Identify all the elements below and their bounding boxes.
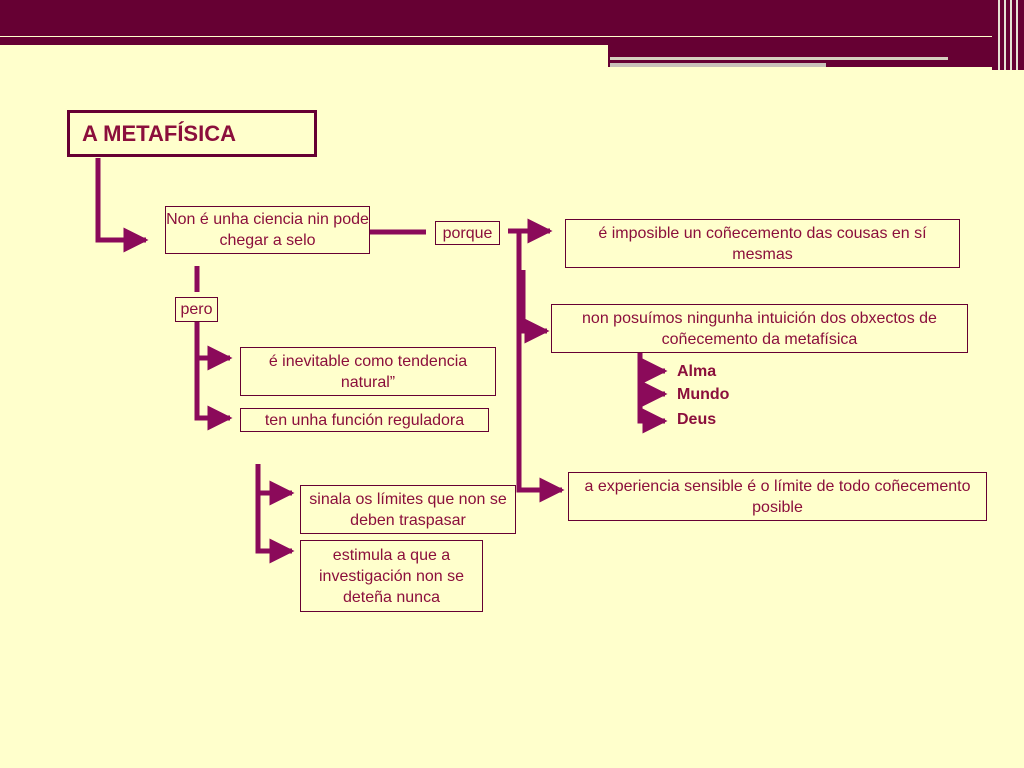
node-pero-text: pero xyxy=(180,301,213,318)
node-sinala-text: sinala os límites que non se deben trasp… xyxy=(309,490,507,529)
node-experiencia: a experiencia sensible é o límite de tod… xyxy=(568,472,987,521)
node-inevitable: é inevitable como tendencia natural” xyxy=(240,347,496,396)
connector-to-non-posuimos xyxy=(520,270,550,344)
connector-porque-to-experiencia xyxy=(516,233,565,503)
node-pero: pero xyxy=(175,297,218,322)
connector-to-deus xyxy=(637,352,668,434)
node-non-posuimos: non posuímos ningunha intuición dos obxe… xyxy=(551,304,968,353)
connector-to-estimula xyxy=(255,464,295,564)
node-inevitable-text: é inevitable como tendencia natural” xyxy=(268,352,468,391)
diagram-title: A METAFÍSICA xyxy=(67,110,317,157)
diagram-title-text: A METAFÍSICA xyxy=(82,120,236,146)
header-stripes xyxy=(992,0,1024,70)
node-sinala: sinala os límites que non se deben trasp… xyxy=(300,485,516,534)
node-imposible-text: é imposible un coñecemento das cousas en… xyxy=(598,224,927,263)
node-funcion: ten unha función reguladora xyxy=(240,408,489,432)
header-right-band xyxy=(608,45,992,67)
node-non-ciencia-text: Non é unha ciencia nin pode chegar a sel… xyxy=(166,211,369,249)
header-accent-line-2 xyxy=(610,63,826,67)
node-experiencia-text: a experiencia sensible é o límite de tod… xyxy=(584,477,971,516)
node-imposible: é imposible un coñecemento das cousas en… xyxy=(565,219,960,268)
node-porque: porque xyxy=(435,221,500,245)
node-porque-text: porque xyxy=(442,224,493,242)
header-bar-lower xyxy=(0,39,1024,45)
node-estimula-text: estimula a que a investigación non se de… xyxy=(319,546,464,606)
object-alma: Alma xyxy=(677,363,717,380)
node-non-posuimos-text: non posuímos ningunha intuición dos obxe… xyxy=(582,309,937,348)
node-estimula: estimula a que a investigación non se de… xyxy=(300,540,483,612)
node-non-ciencia: Non é unha ciencia nin pode chegar a sel… xyxy=(165,206,370,254)
node-funcion-text: ten unha función reguladora xyxy=(264,411,465,429)
connector-title-to-non-ciencia xyxy=(95,158,149,253)
header-line xyxy=(0,37,1024,39)
header-accent-line xyxy=(610,57,948,60)
object-deus: Deus xyxy=(677,411,717,428)
object-mundo: Mundo xyxy=(677,386,730,403)
header-bar xyxy=(0,0,1024,36)
connector-pero-to-funcion xyxy=(194,322,233,431)
